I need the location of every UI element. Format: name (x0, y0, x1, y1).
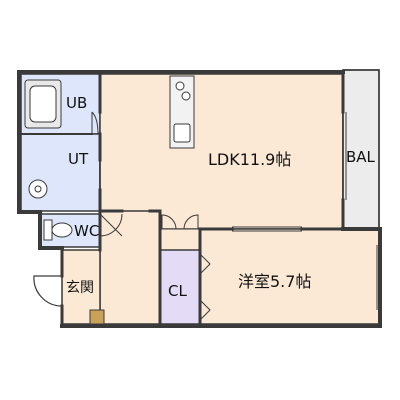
label-western-room: 洋室5.7帖 (238, 272, 311, 291)
entrance-step (89, 309, 105, 325)
windows (232, 112, 382, 310)
toilet-tank-icon (43, 219, 53, 241)
label-balcony: BAL (346, 148, 376, 166)
label-ut: UT (68, 150, 89, 168)
outer-wall (17, 70, 345, 250)
fixtures (24, 75, 195, 325)
bathtub-basin-icon (29, 85, 57, 123)
label-entrance: 玄関 (66, 279, 94, 296)
stove-burner-2-icon (181, 91, 191, 101)
lobby-area (159, 228, 201, 251)
wc-door (99, 213, 123, 237)
hallway-area (99, 210, 161, 325)
doors (33, 111, 211, 321)
room-labels: UB UT WC LDK11.9帖 BAL CL 洋室5.7帖 玄関 (66, 94, 376, 300)
label-ldk: LDK11.9帖 (208, 150, 291, 169)
label-wc: WC (74, 222, 99, 240)
toilet-bowl-icon (51, 222, 73, 238)
ub-door (91, 111, 99, 135)
entrance-door (33, 275, 63, 307)
label-closet: CL (168, 282, 187, 300)
label-ub: UB (66, 94, 87, 112)
washbasin-drain-icon (34, 185, 42, 193)
stove-burner-icon (175, 81, 185, 91)
closet-door-bottom (199, 299, 211, 321)
utility-area (20, 133, 101, 212)
walls (17, 69, 382, 328)
kitchen-sink-icon (173, 123, 191, 143)
ldk-double-door (161, 214, 199, 230)
closet-door-top (199, 253, 211, 275)
